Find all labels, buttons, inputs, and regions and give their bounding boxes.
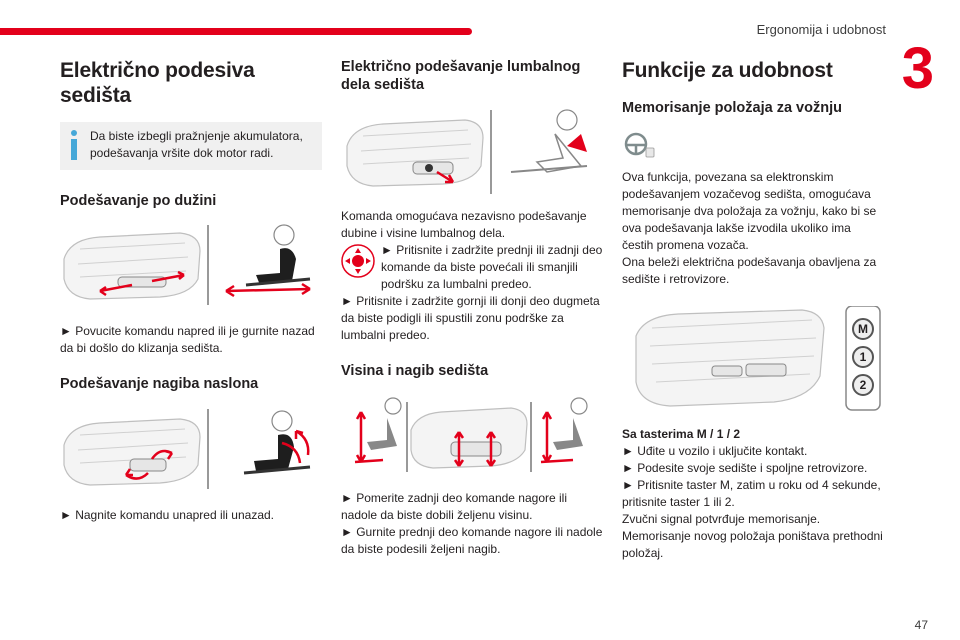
seat-slide-illustration xyxy=(63,223,311,305)
steering-wheel-icon xyxy=(622,131,656,160)
heading-recline-adjust: Podešavanje nagiba naslona xyxy=(60,375,259,392)
memory-button-1-label: 1 xyxy=(859,350,867,365)
info-icon xyxy=(68,130,80,161)
figure-memory-buttons: M 1 2 xyxy=(622,306,884,416)
text-lumbar-intro: Komanda omogućava nezavisno podešavanje … xyxy=(341,209,587,241)
chapter-number: 3 xyxy=(901,36,934,101)
text-length-adjust: ► Povucite komandu napred ili je gurnite… xyxy=(60,323,315,355)
figure-height-tilt xyxy=(341,392,603,478)
column-lumbar: Električno podešavanje lumbalnog dela se… xyxy=(341,52,603,558)
memory-button-m-label: M xyxy=(858,322,868,337)
info-text: Da biste izbegli pražnjenje akumulatora,… xyxy=(90,129,303,161)
text-tilt: ► Gurnite prednji deo komande nagore ili… xyxy=(341,525,603,557)
heading-height-tilt: Visina i nagib sedišta xyxy=(341,363,489,380)
text-memory-intro: Ova funkcija, povezana sa elektronskim p… xyxy=(622,170,877,253)
backrest-recline-illustration xyxy=(63,408,311,489)
memory-seat-illustration xyxy=(635,306,881,412)
memory-button-1[interactable]: 1 xyxy=(852,346,874,369)
header-accent-bar xyxy=(0,28,472,35)
page-number: 47 xyxy=(914,618,928,632)
figure-recline-adjust xyxy=(60,403,322,495)
heading-length-adjust: Podešavanje po dužini xyxy=(60,193,217,210)
heading-lumbar: Električno podešavanje lumbalnog dela se… xyxy=(341,59,581,94)
memory-button-2-label: 2 xyxy=(859,378,867,393)
column-electric-seats: Električno podesiva sedišta Da biste izb… xyxy=(60,52,322,524)
text-step-1: ► Uđite u vozilo i uključite kontakt. xyxy=(622,444,808,459)
text-step-4: Zvučni signal potvrđuje memorisanje. xyxy=(622,512,821,527)
heading-comfort: Funkcije za udobnost xyxy=(622,59,833,82)
lumbar-control-icon xyxy=(341,244,375,278)
text-step-2: ► Podesite svoje sedište i spoljne retro… xyxy=(622,461,868,476)
height-tilt-illustration xyxy=(354,397,588,473)
heading-electric-seats: Električno podesiva sedišta xyxy=(60,59,255,108)
text-step-3: ► Pritisnite taster M, zatim u roku od 4… xyxy=(622,478,881,510)
text-buttons-title: Sa tasterima M / 1 / 2 xyxy=(622,427,741,442)
text-lumbar-depth: ► Pritisnite i zadržite prednji ili zadn… xyxy=(381,243,603,292)
text-step-5: Memorisanje novog položaja poništava pre… xyxy=(622,529,883,561)
memory-button-2[interactable]: 2 xyxy=(852,374,874,397)
heading-memory: Memorisanje položaja za vožnju xyxy=(622,100,842,117)
section-title: Ergonomija i udobnost xyxy=(756,22,886,37)
lumbar-illustration xyxy=(346,109,588,195)
memory-button-panel: M 1 2 xyxy=(852,318,874,397)
figure-lumbar xyxy=(341,106,603,196)
text-recline-adjust: ► Nagnite komandu unapred ili unazad. xyxy=(60,507,275,522)
memory-button-m[interactable]: M xyxy=(852,318,874,341)
info-box: Da biste izbegli pražnjenje akumulatora,… xyxy=(60,122,322,171)
text-memory-scope: Ona beleži električna podešavanja obavlj… xyxy=(622,255,877,287)
lumbar-step-block: ► Pritisnite i zadržite prednji ili zadn… xyxy=(341,242,603,293)
figure-length-adjust xyxy=(60,219,322,311)
text-lumbar-height: ► Pritisnite i zadržite gornji ili donji… xyxy=(341,294,600,343)
column-comfort: Funkcije za udobnost Memorisanje položaj… xyxy=(622,52,884,562)
text-height: ► Pomerite zadnji deo komande nagore ili… xyxy=(341,491,568,523)
